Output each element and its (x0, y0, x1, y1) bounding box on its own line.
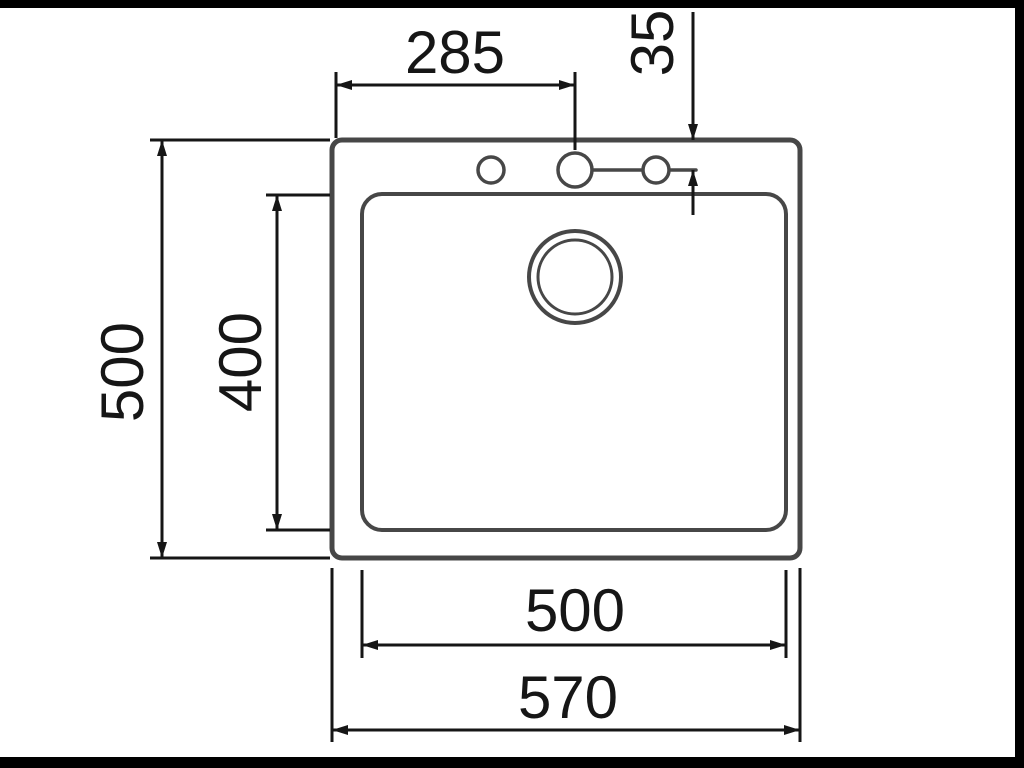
arrow-400-bottom-icon (272, 514, 282, 530)
drain-circle-outer (527, 229, 623, 325)
dim-label-outer-width: 570 (518, 664, 618, 731)
arrow-285-right-icon (559, 80, 575, 90)
arrow-285-left-icon (336, 80, 352, 90)
tap-hole-center-icon (556, 151, 594, 189)
arrow-570-left-icon (332, 725, 348, 735)
dim-label-bowl-width: 500 (525, 577, 625, 644)
letterbox-bottom (0, 757, 1024, 768)
dimension-labels-group: 285 35 500 400 500 570 (89, 10, 686, 731)
dimension-arrows-group (157, 80, 800, 735)
arrow-500w-left-icon (362, 640, 378, 650)
sink-outer-outline (329, 137, 803, 561)
arrow-570-right-icon (784, 725, 800, 735)
sink-outlines-group (329, 137, 803, 561)
arrow-400-top-icon (272, 195, 282, 211)
letterbox-top (0, 0, 1024, 8)
tap-hole-right-icon (641, 155, 671, 185)
arrow-500w-right-icon (770, 640, 786, 650)
arrow-500h-top-icon (157, 140, 167, 156)
letterbox-right (1015, 0, 1024, 768)
dim-label-tap-offset-y: 35 (619, 10, 686, 77)
tap-hole-left-icon (476, 155, 506, 185)
arrow-35-down-icon (688, 124, 698, 140)
sink-bowl-outline (360, 192, 788, 532)
dim-label-bowl-height: 400 (207, 312, 274, 412)
dim-label-tap-offset-x: 285 (405, 19, 505, 86)
arrow-35-up-icon (688, 170, 698, 186)
dim-label-outer-height: 500 (89, 322, 156, 422)
drain-circle-inner (536, 238, 614, 316)
arrow-500h-bottom-icon (157, 542, 167, 558)
